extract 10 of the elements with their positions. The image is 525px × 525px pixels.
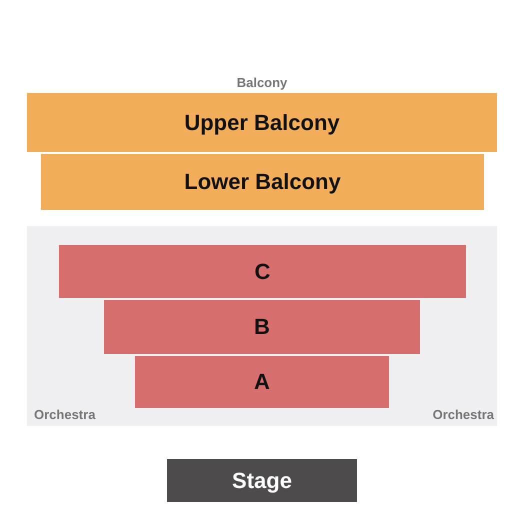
stage-block: Stage: [167, 459, 357, 502]
section-panel: [27, 226, 497, 426]
seating-section: Lower Balcony: [41, 154, 484, 210]
seating-row: A: [135, 356, 389, 408]
seating-row: B: [104, 300, 420, 354]
section-label: Orchestra: [34, 407, 96, 422]
section-label: Orchestra: [432, 407, 494, 422]
seating-section: Upper Balcony: [27, 93, 497, 152]
section-label: Balcony: [236, 75, 288, 90]
seating-row: C: [59, 245, 466, 298]
